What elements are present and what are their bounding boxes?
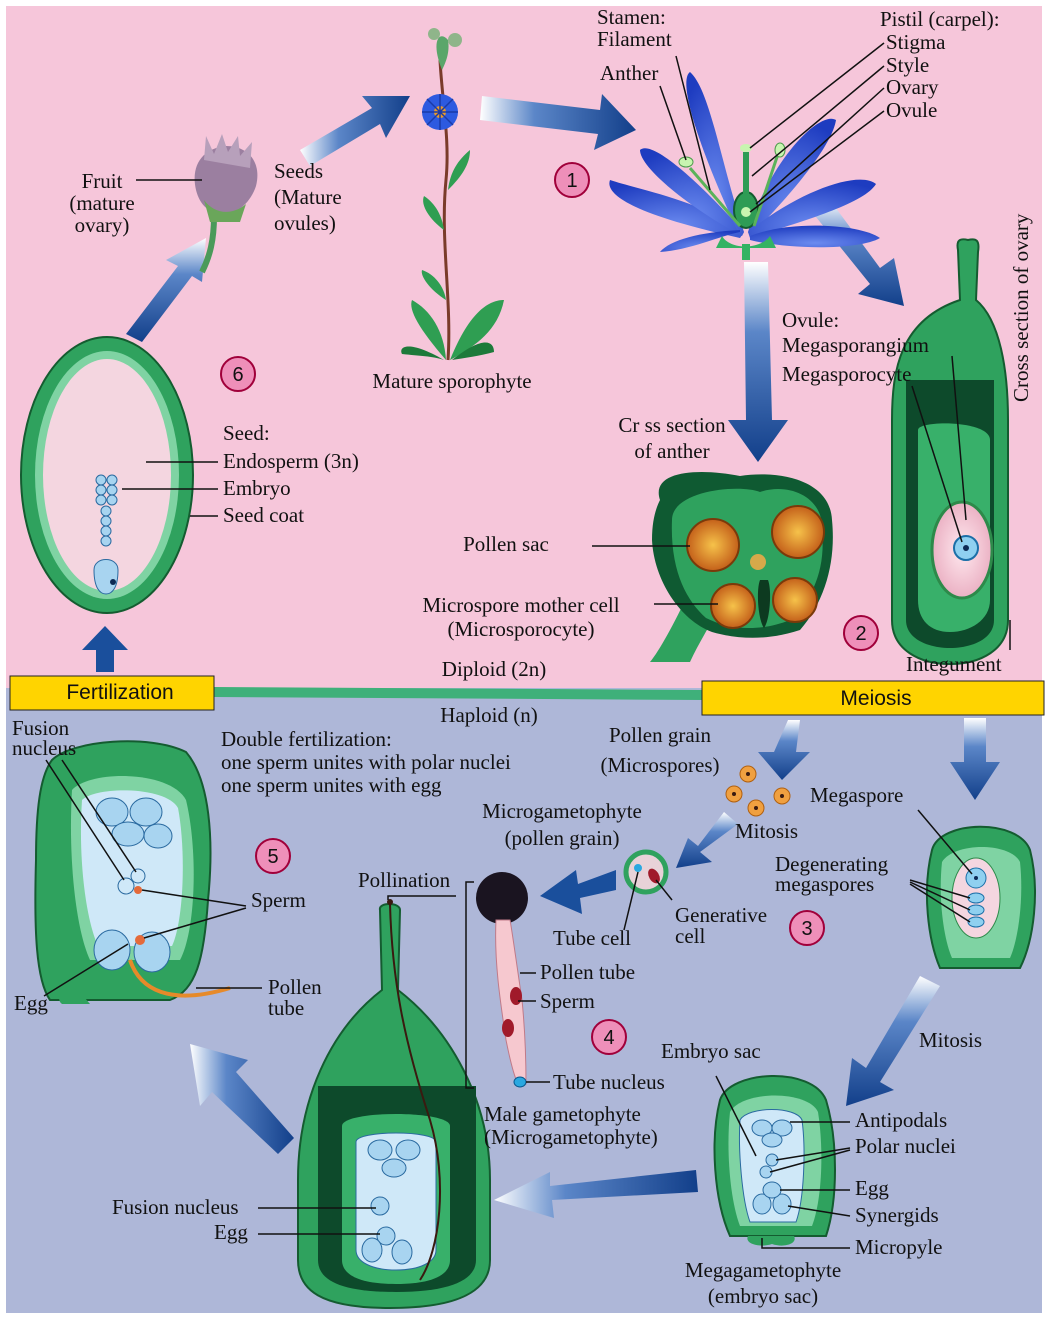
stigma-label: Stigma: [886, 30, 946, 54]
pollination-label: Pollination: [358, 868, 451, 892]
egg-label-left: Egg: [14, 991, 48, 1015]
fruit-label-3: ovary): [75, 213, 130, 237]
cross-section-anther-label-2: of anther: [634, 439, 709, 463]
fusion-nucleus-bottom-label: Fusion nucleus: [112, 1195, 239, 1219]
megasporocyte-label: Megasporocyte: [782, 362, 911, 386]
pollen-grain-label-2: (Microspores): [601, 753, 720, 777]
seeds-label-3: ovules): [274, 211, 336, 235]
cross-section-ovary-label: Cross section of ovary: [1009, 213, 1033, 402]
fusion-nucleus-label-2: nucleus: [12, 736, 76, 760]
pollen-sac-label: Pollen sac: [463, 532, 549, 556]
megasporangium-label: Megasporangium: [782, 333, 929, 357]
generative-cell-label-2: cell: [675, 924, 705, 948]
double-fertilization-label-3: one sperm unites with egg: [221, 773, 442, 797]
fertilization-label: Fertilization: [66, 681, 173, 704]
degenerating-label-2: megaspores: [775, 872, 874, 896]
haploid-label: Haploid (n): [440, 703, 537, 727]
tube-cell-label: Tube cell: [553, 926, 631, 950]
embryo-sac-label: Embryo sac: [661, 1039, 761, 1063]
fruit-label-1: Fruit: [82, 169, 123, 193]
sperm-mid-label: Sperm: [540, 989, 595, 1013]
endosperm-label: Endosperm (3n): [223, 449, 359, 473]
ovary-label: Ovary: [886, 75, 939, 99]
polar-nuclei-label: Polar nuclei: [855, 1134, 956, 1158]
pistil-label: Pistil (carpel):: [880, 7, 1000, 31]
svg-text:1: 1: [566, 170, 577, 192]
svg-text:3: 3: [801, 918, 812, 940]
svg-text:2: 2: [855, 623, 866, 645]
antipodals-label: Antipodals: [855, 1108, 947, 1132]
megaspore-label: Megaspore: [810, 783, 903, 807]
seeds-label-1: Seeds: [274, 159, 323, 183]
svg-text:5: 5: [267, 846, 278, 868]
cross-section-anther-label-1: Cr ss section: [618, 413, 726, 437]
double-fertilization-label-1: Double fertilization:: [221, 727, 392, 751]
pollen-tube-mid-label: Pollen tube: [540, 960, 635, 984]
stamen-label: Stamen:: [597, 5, 666, 29]
step-marker-2: 2: [844, 616, 878, 650]
filament-label: Filament: [597, 27, 672, 51]
pollen-tube-left-label-2: tube: [268, 996, 304, 1020]
mitosis-top-label: Mitosis: [735, 819, 798, 843]
microgametophyte-label-2: (pollen grain): [505, 826, 620, 850]
embryo-label: Embryo: [223, 476, 291, 500]
male-gametophyte-label-2: (Microgametophyte): [484, 1125, 658, 1149]
anther-label: Anther: [600, 61, 658, 85]
seed-coat-label: Seed coat: [223, 503, 304, 527]
ovule-label: Ovule: [886, 98, 937, 122]
seed-title-label: Seed:: [223, 421, 270, 445]
microspore-label-1: Microspore mother cell: [422, 593, 619, 617]
meiosis-label: Meiosis: [840, 687, 911, 710]
fruit-label-2: (mature: [69, 191, 134, 215]
sperm-label-left: Sperm: [251, 888, 306, 912]
micropyle-label: Micropyle: [855, 1235, 942, 1259]
tube-nucleus-label: Tube nucleus: [553, 1070, 665, 1094]
megagametophyte-label-2: (embryo sac): [708, 1284, 818, 1308]
step-marker-5: 5: [256, 839, 290, 873]
svg-text:6: 6: [232, 364, 243, 386]
double-fertilization-label-2: one sperm unites with polar nuclei: [221, 750, 511, 774]
egg-right-label: Egg: [855, 1176, 889, 1200]
seeds-label-2: (Mature: [274, 185, 342, 209]
step-marker-3: 3: [790, 911, 824, 945]
ovule-title-label: Ovule:: [782, 308, 839, 332]
egg-bottom-label: Egg: [214, 1220, 248, 1244]
svg-text:4: 4: [603, 1027, 614, 1049]
diploid-label: Diploid (2n): [442, 657, 546, 681]
integument-label: Integument: [906, 652, 1002, 676]
style-label: Style: [886, 53, 929, 77]
synergids-label: Synergids: [855, 1203, 939, 1227]
mature-sporophyte-label: Mature sporophyte: [372, 369, 531, 393]
pollen-grain-label-1: Pollen grain: [609, 723, 712, 747]
mitosis-right-label: Mitosis: [919, 1028, 982, 1052]
male-gametophyte-label-1: Male gametophyte: [484, 1102, 641, 1126]
step-marker-6: 6: [221, 357, 255, 391]
step-marker-4: 4: [592, 1020, 626, 1054]
megagametophyte-label-1: Megagametophyte: [685, 1258, 841, 1282]
ploidy-divider: [214, 692, 704, 695]
seed-illustration: [21, 337, 193, 613]
microgametophyte-label-1: Microgametophyte: [482, 799, 642, 823]
step-marker-1: 1: [555, 163, 589, 197]
embryo-sac-ovule: [715, 1076, 835, 1246]
microspore-label-2: (Microsporocyte): [448, 617, 595, 641]
